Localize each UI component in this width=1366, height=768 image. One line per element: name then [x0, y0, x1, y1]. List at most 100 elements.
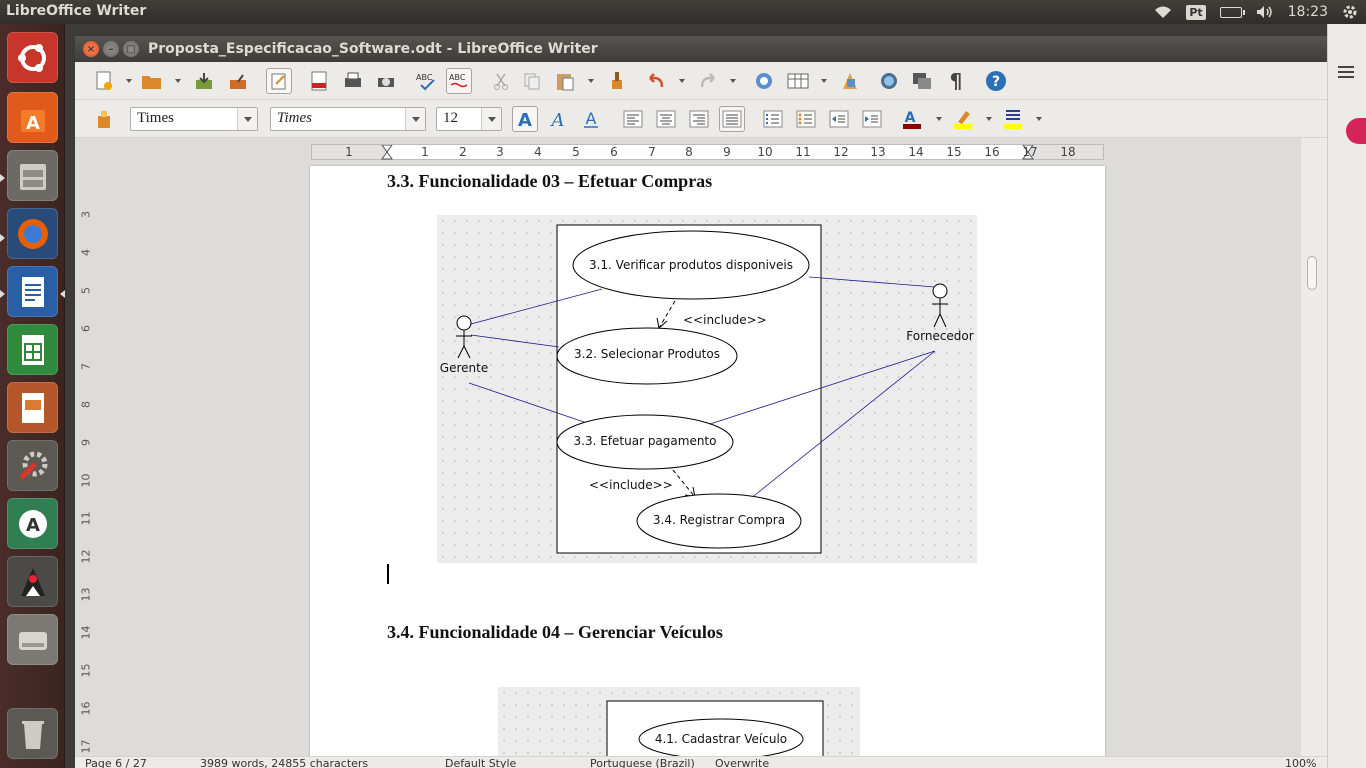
align-right-icon[interactable]: [686, 106, 712, 132]
zoom-level[interactable]: 100%: [1285, 757, 1317, 768]
show-draw-functions-icon[interactable]: [837, 68, 863, 94]
insert-table-icon[interactable]: [785, 68, 811, 94]
ruler-number: 15: [79, 663, 93, 678]
underline-icon[interactable]: A: [578, 106, 604, 132]
maximize-window-button[interactable]: □: [123, 41, 139, 57]
running-indicator: [0, 290, 5, 298]
close-window-button[interactable]: ×: [83, 41, 99, 57]
undo-icon[interactable]: [643, 68, 669, 94]
status-bar: Page 6 / 27 3989 words, 24855 characters…: [75, 756, 1327, 768]
export-pdf-icon[interactable]: [306, 68, 332, 94]
align-center-icon[interactable]: [653, 106, 679, 132]
wrench-gear-icon[interactable]: [7, 440, 58, 491]
insert-table-dropdown[interactable]: [821, 79, 827, 83]
paste-icon[interactable]: [552, 68, 578, 94]
undo-dropdown[interactable]: [679, 79, 685, 83]
hard-drive-icon[interactable]: [7, 614, 58, 665]
window-titlebar[interactable]: × – □ Proposta_Especificacao_Software.od…: [75, 36, 1327, 62]
redo-icon[interactable]: [695, 68, 721, 94]
wifi-icon[interactable]: [1154, 5, 1172, 19]
formatting-marks-icon[interactable]: ¶: [949, 69, 963, 93]
highlighting-dropdown[interactable]: [986, 117, 992, 121]
edit-mode-icon[interactable]: [266, 68, 292, 94]
window-title: Proposta_Especificacao_Software.odt - Li…: [148, 41, 598, 57]
export-icon[interactable]: [225, 68, 251, 94]
keyboard-layout-indicator[interactable]: Pt: [1186, 4, 1206, 20]
document-page[interactable]: 3.3. Funcionalidade 03 – Efetuar Compras: [310, 166, 1105, 756]
settings-gear-icon[interactable]: [1342, 4, 1358, 20]
document-area[interactable]: 1 1 2 3 4 5 6 7 8 9 10 11 12 13 14 15 16…: [75, 138, 1301, 756]
ruler-number: 1: [345, 145, 353, 159]
trash-icon[interactable]: [7, 708, 58, 759]
file-cabinet-icon[interactable]: [7, 150, 58, 201]
font-name-combo[interactable]: Times: [270, 107, 426, 131]
styles-formatting-icon[interactable]: [91, 106, 117, 132]
vertical-scrollbar[interactable]: [1301, 138, 1327, 756]
clone-formatting-icon[interactable]: [604, 68, 630, 94]
align-left-icon[interactable]: [620, 106, 646, 132]
firefox-icon[interactable]: [7, 208, 58, 259]
java-duke-icon[interactable]: [7, 556, 58, 607]
ubuntu-logo-icon[interactable]: [7, 32, 58, 83]
hamburger-menu-icon[interactable]: [1338, 66, 1354, 81]
italic-icon[interactable]: A: [545, 106, 571, 132]
battery-icon[interactable]: [1219, 6, 1245, 18]
impress-presentation-icon[interactable]: [7, 382, 58, 433]
gallery-icon[interactable]: [909, 68, 935, 94]
page-style[interactable]: Default Style: [445, 757, 517, 768]
background-color-dropdown[interactable]: [1036, 117, 1042, 121]
clock[interactable]: 18:23: [1287, 4, 1328, 20]
new-document-dropdown[interactable]: [126, 79, 132, 83]
horizontal-ruler[interactable]: 1 1 2 3 4 5 6 7 8 9 10 11 12 13 14 15 16…: [311, 144, 1104, 160]
highlighting-icon[interactable]: [950, 106, 976, 132]
background-color-icon[interactable]: [1000, 106, 1026, 132]
open-dropdown[interactable]: [175, 79, 181, 83]
use-case-diagram[interactable]: 3.1. Verificar produtos disponiveis 3.2.…: [437, 215, 977, 563]
print-preview-icon[interactable]: [373, 68, 399, 94]
redo-dropdown[interactable]: [730, 79, 736, 83]
font-color-icon[interactable]: A: [899, 106, 925, 132]
shopping-bag-icon[interactable]: A: [7, 92, 58, 143]
bold-icon[interactable]: A: [512, 106, 538, 132]
association-line: [808, 276, 936, 288]
spelling-icon[interactable]: ABC: [413, 68, 439, 94]
scrollbar-thumb[interactable]: [1307, 256, 1317, 290]
chevron-down-icon[interactable]: [405, 108, 425, 130]
chevron-down-icon[interactable]: [481, 108, 501, 130]
paragraph-style-combo[interactable]: Times: [130, 107, 258, 131]
copy-icon[interactable]: [519, 68, 545, 94]
navigator-icon[interactable]: [876, 68, 902, 94]
use-case-diagram[interactable]: 4.1. Cadastrar Veículo: [498, 687, 860, 756]
open-folder-icon[interactable]: [139, 68, 165, 94]
font-color-dropdown[interactable]: [936, 117, 942, 121]
language[interactable]: Portuguese (Brazil): [590, 757, 695, 768]
calc-spreadsheet-icon[interactable]: [7, 324, 58, 375]
chevron-down-icon[interactable]: [237, 108, 257, 130]
autospellcheck-icon[interactable]: ABC: [446, 68, 472, 94]
ruler-number: 5: [572, 145, 580, 159]
vertical-ruler[interactable]: 3 4 5 6 7 8 9 10 11 12 13 14 15 16 17: [79, 168, 93, 756]
section-heading: 3.4. Funcionalidade 04 – Gerenciar Veícu…: [387, 622, 723, 642]
save-icon[interactable]: [191, 68, 217, 94]
bullets-icon[interactable]: [793, 106, 819, 132]
hyperlink-icon[interactable]: [751, 68, 777, 94]
font-size-combo[interactable]: 12: [436, 107, 502, 131]
new-document-icon[interactable]: [91, 68, 117, 94]
print-icon[interactable]: [340, 68, 366, 94]
decrease-indent-icon[interactable]: [826, 106, 852, 132]
page-count[interactable]: Page 6 / 27: [85, 757, 147, 768]
help-icon[interactable]: ?: [983, 68, 1009, 94]
insert-mode[interactable]: Overwrite: [715, 757, 770, 768]
numbering-icon[interactable]: [760, 106, 786, 132]
minimize-window-button[interactable]: –: [103, 41, 119, 57]
updater-icon[interactable]: A: [7, 498, 58, 549]
increase-indent-icon[interactable]: [859, 106, 885, 132]
word-count[interactable]: 3989 words, 24855 characters: [200, 757, 369, 768]
volume-icon[interactable]: [1256, 5, 1274, 19]
justify-icon[interactable]: [719, 106, 745, 132]
paste-dropdown[interactable]: [588, 79, 594, 83]
cut-icon[interactable]: [488, 68, 514, 94]
actor-label: Fornecedor: [906, 329, 973, 343]
writer-document-icon[interactable]: [7, 266, 58, 317]
ruler-number: 14: [79, 625, 93, 640]
